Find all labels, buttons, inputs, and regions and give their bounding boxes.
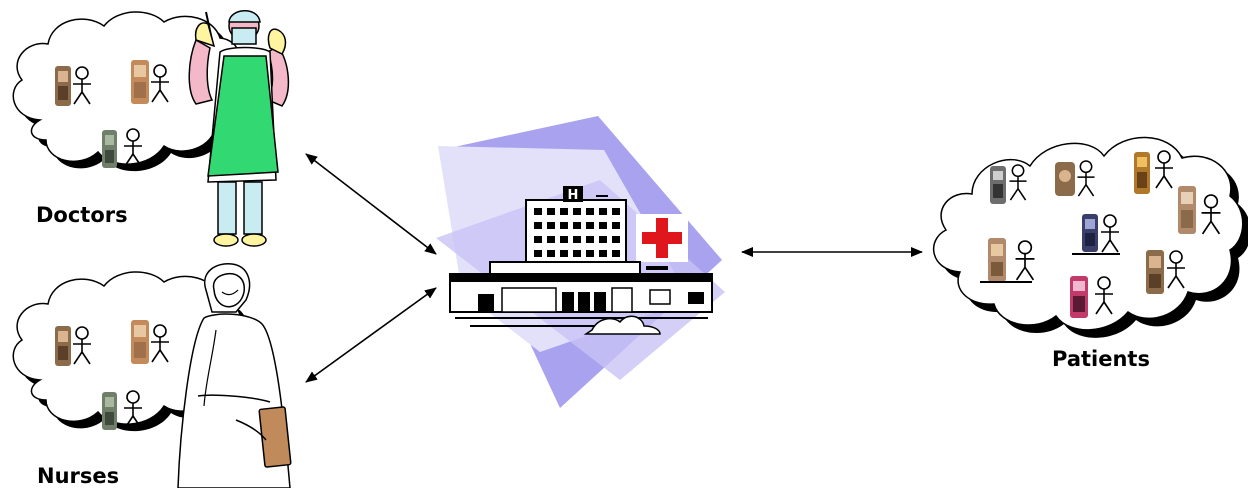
hospital-sign: H bbox=[568, 188, 579, 203]
patient-device-2 bbox=[1055, 162, 1075, 196]
patient-device-4 bbox=[1178, 186, 1196, 234]
arrow-nurses-hospital bbox=[305, 287, 437, 383]
nurse-figure-icon bbox=[177, 263, 292, 488]
hospital-building-icon: H bbox=[436, 116, 725, 408]
nurse-device-1 bbox=[55, 326, 71, 366]
patient-device-5 bbox=[988, 238, 1006, 282]
patients-label: Patients bbox=[1052, 347, 1150, 371]
doctor-figure-icon bbox=[188, 10, 290, 247]
arrow-doctors-hospital bbox=[305, 153, 437, 255]
patient-device-1 bbox=[990, 166, 1006, 204]
doctor-device-1 bbox=[55, 66, 71, 106]
patients-cloud bbox=[932, 136, 1248, 338]
patient-device-8 bbox=[1070, 276, 1088, 318]
doctor-device-3 bbox=[102, 130, 117, 168]
patient-device-3 bbox=[1134, 152, 1150, 194]
patient-device-6 bbox=[1082, 214, 1098, 252]
nurse-device-2 bbox=[131, 320, 149, 364]
nurse-device-3 bbox=[102, 392, 117, 430]
doctors-label: Doctors bbox=[36, 203, 128, 227]
doctor-device-2 bbox=[131, 60, 149, 104]
nurses-label: Nurses bbox=[37, 464, 120, 488]
patient-device-7 bbox=[1146, 250, 1164, 294]
